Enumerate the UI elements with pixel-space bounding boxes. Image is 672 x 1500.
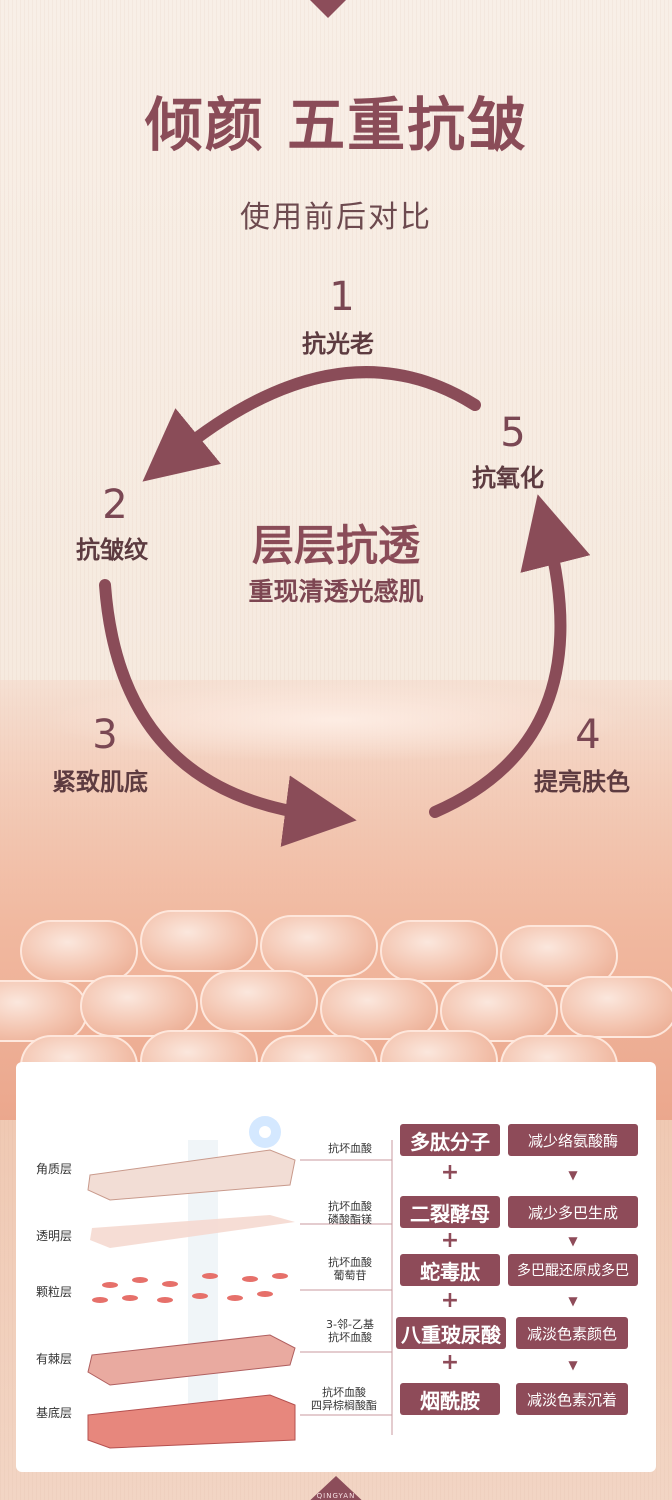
step-4-label: 提亮肤色 (534, 768, 630, 796)
connector-lines (300, 1140, 393, 1435)
active-box-2: 二裂酵母 (400, 1196, 500, 1228)
top-badge-text: 倾颜 (302, 0, 354, 1)
layer-stratum-spinosum (87, 1334, 296, 1386)
cycle-center-title: 层层抗透 (251, 521, 420, 570)
light-core (259, 1126, 271, 1138)
skin-cell (200, 970, 318, 1032)
page-subtitle: 使用前后对比 (240, 200, 432, 235)
layer-ingredient-4: 3-邻-乙基 抗坏血酸 (326, 1318, 374, 1344)
layer-stratum-basale (87, 1394, 296, 1449)
down-arrow-2: ▼ (568, 1234, 578, 1248)
active-box-3: 蛇毒肽 (400, 1254, 500, 1286)
layer-label-3: 颗粒层 (36, 1285, 73, 1299)
bottom-badge-text: QINGYAN (316, 1492, 356, 1500)
arrow-4-to-5 (429, 494, 591, 818)
skin-cell (80, 975, 198, 1037)
skin-cell (560, 976, 672, 1038)
step-5-label: 抗氧化 (472, 464, 544, 492)
effect-box-2: 减少多巴生成 (508, 1196, 638, 1228)
layer-label-1: 角质层 (36, 1162, 73, 1176)
step-2-label: 抗皱纹 (76, 536, 148, 564)
layer-ingredient-5: 抗坏血酸 四异棕榈酸酯 (311, 1386, 377, 1412)
layer-label-2: 透明层 (36, 1229, 73, 1243)
layer-ingredient-2: 抗坏血酸 磷酸酯镁 (328, 1200, 372, 1226)
step-1-number: 1 (329, 274, 355, 320)
skin-cell (260, 915, 378, 977)
step-3-label: 紧致肌底 (52, 768, 148, 796)
effect-box-3: 多巴醌还原成多巴 (508, 1254, 638, 1286)
down-arrow-4: ▼ (568, 1358, 578, 1372)
active-box-5: 烟酰胺 (400, 1383, 500, 1415)
layer-ingredient-1: 抗坏血酸 (328, 1142, 372, 1155)
effect-box-5: 减淡色素沉着 (516, 1383, 628, 1415)
cycle-arrows (99, 366, 591, 847)
active-box-1: 多肽分子 (400, 1124, 500, 1156)
effect-box-1: 减少络氨酸酶 (508, 1124, 638, 1156)
step-3-number: 3 (92, 712, 118, 758)
step-5-number: 5 (500, 410, 526, 456)
plus-sign-3: + (440, 1288, 460, 1313)
effect-box-4: 减淡色素颜色 (516, 1317, 628, 1349)
layer-stratum-granulosum (92, 1273, 288, 1303)
step-4-number: 4 (575, 712, 601, 758)
skin-cell (140, 910, 258, 972)
plus-sign-4: + (440, 1350, 460, 1375)
arrow-2-to-3 (99, 579, 357, 847)
layer-label-5: 基底层 (36, 1406, 73, 1420)
step-1-label: 抗光老 (302, 330, 374, 358)
down-arrow-3: ▼ (568, 1294, 578, 1308)
skin-cell (20, 920, 138, 982)
layer-stratum-corneum (87, 1149, 296, 1201)
cycle-center-subtitle: 重现清透光感肌 (248, 577, 424, 606)
active-box-4: 八重玻尿酸 (396, 1317, 506, 1349)
plus-sign-2: + (440, 1228, 460, 1253)
down-arrow-1: ▼ (568, 1168, 578, 1182)
page-title: 倾颜 五重抗皱 (144, 91, 528, 159)
layer-label-4: 有棘层 (36, 1352, 73, 1366)
plus-sign-1: + (440, 1160, 460, 1185)
layer-ingredient-3: 抗坏血酸 葡萄苷 (328, 1256, 372, 1282)
skin-cells (0, 900, 672, 1120)
step-2-number: 2 (102, 482, 128, 528)
layer-stratum-lucidum (90, 1215, 295, 1248)
skin-cell (380, 920, 498, 982)
arrow-1-to-2 (142, 366, 481, 482)
skin-cell (320, 978, 438, 1040)
